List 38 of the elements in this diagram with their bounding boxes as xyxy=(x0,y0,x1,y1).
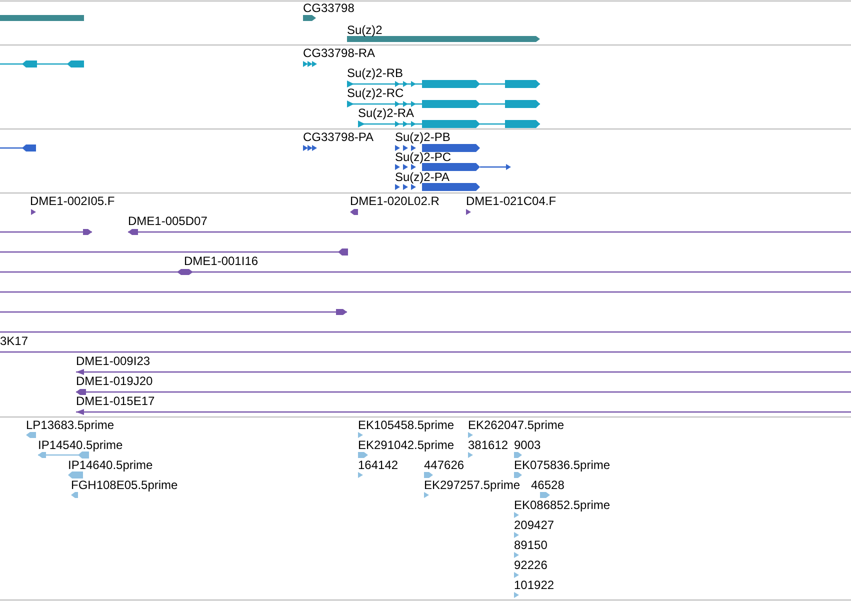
feature-label: 381612 xyxy=(468,438,508,452)
feature-label: CG33798 xyxy=(303,1,354,15)
feature-label: Su(z)2-RC xyxy=(347,86,404,100)
feature-label: 92226 xyxy=(514,558,548,572)
feature-label: DME1-020L02.R xyxy=(350,194,440,208)
feature-label: DME1-015E17 xyxy=(76,394,155,408)
feature-label: EK291042.5prime xyxy=(358,438,454,452)
feature-label: LP13683.5prime xyxy=(26,418,114,432)
feature-label: Su(z)2-RB xyxy=(347,66,404,80)
feature-label: Su(z)2 xyxy=(347,23,382,37)
feature-label: 209427 xyxy=(514,518,554,532)
feature-label: EK262047.5prime xyxy=(468,418,564,432)
feature-label: DME1-021C04.F xyxy=(466,194,556,208)
feature-label: DME1-005D07 xyxy=(128,214,208,228)
feature-label: CG33798-RA xyxy=(303,46,376,60)
feature-label: 101922 xyxy=(514,578,554,592)
feature-label: CG33798-PA xyxy=(303,130,374,144)
feature-label: 3K17 xyxy=(0,334,28,348)
feature-label: Su(z)2-PA xyxy=(395,170,450,184)
feature-label: EK105458.5prime xyxy=(358,418,454,432)
feature-label: DME1-001I16 xyxy=(184,254,258,268)
feature-label: DME1-009I23 xyxy=(76,354,150,368)
feature-label: IP14540.5prime xyxy=(38,438,123,452)
feature-label: 447626 xyxy=(424,458,464,472)
feature-label: EK086852.5prime xyxy=(514,498,610,512)
feature-label: 164142 xyxy=(358,458,398,472)
feature-label: EK297257.5prime xyxy=(424,478,520,492)
feature-label: 9003 xyxy=(514,438,541,452)
feature-label: DME1-019J20 xyxy=(76,374,153,388)
feature-label: FGH108E05.5prime xyxy=(71,478,178,492)
feature-label: Su(z)2-RA xyxy=(358,106,414,120)
feature-label: Su(z)2-PB xyxy=(395,130,450,144)
feature-label: EK075836.5prime xyxy=(514,458,610,472)
feature-label: IP14640.5prime xyxy=(68,458,153,472)
feature-label: 46528 xyxy=(531,478,564,492)
feature-label: Su(z)2-PC xyxy=(395,150,452,164)
feature-label: 89150 xyxy=(514,538,548,552)
feature-label: DME1-002I05.F xyxy=(30,194,115,208)
